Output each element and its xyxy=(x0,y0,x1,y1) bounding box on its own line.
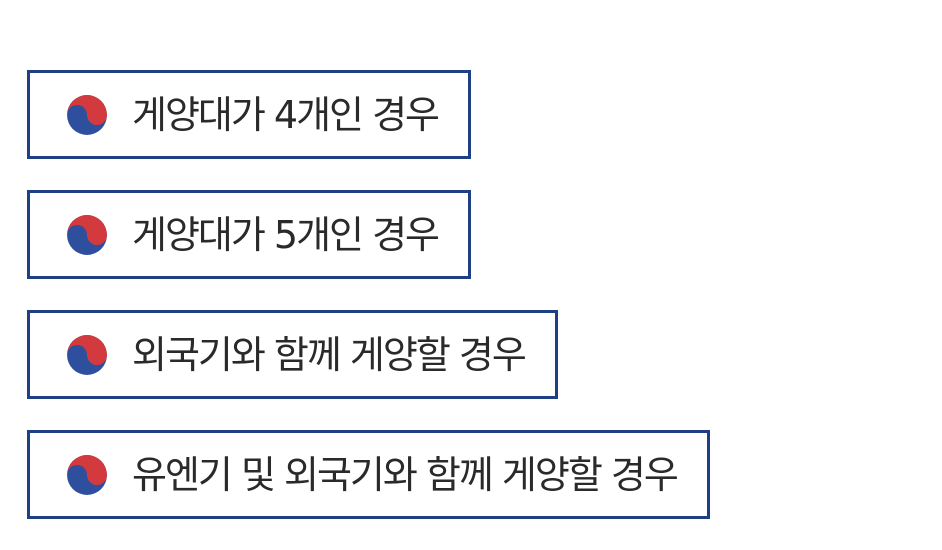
option-label: 유엔기 및 외국기와 함께 게양할 경우 xyxy=(132,452,679,497)
option-item-four-poles: 게양대가 4개인 경우 xyxy=(27,70,710,159)
taegeuk-icon xyxy=(66,334,108,376)
option-item-five-poles: 게양대가 5개인 경우 xyxy=(27,190,710,279)
taegeuk-icon xyxy=(66,214,108,256)
five-poles-option-button[interactable]: 게양대가 5개인 경우 xyxy=(27,190,472,279)
option-label: 게양대가 5개인 경우 xyxy=(132,212,440,257)
option-label: 외국기와 함께 게양할 경우 xyxy=(132,332,527,377)
with-un-and-foreign-flags-option-button[interactable]: 유엔기 및 외국기와 함께 게양할 경우 xyxy=(27,430,710,519)
option-item-with-un-and-foreign-flags: 유엔기 및 외국기와 함께 게양할 경우 xyxy=(27,430,710,519)
option-label: 게양대가 4개인 경우 xyxy=(132,92,440,137)
four-poles-option-button[interactable]: 게양대가 4개인 경우 xyxy=(27,70,472,159)
with-foreign-flags-option-button[interactable]: 외국기와 함께 게양할 경우 xyxy=(27,310,558,399)
option-item-with-foreign-flags: 외국기와 함께 게양할 경우 xyxy=(27,310,710,399)
flag-display-option-list: 게양대가 4개인 경우 게양대가 5개인 경우 외국기와 함께 게양할 경우 xyxy=(27,70,710,550)
taegeuk-icon xyxy=(66,94,108,136)
taegeuk-icon xyxy=(66,454,108,496)
